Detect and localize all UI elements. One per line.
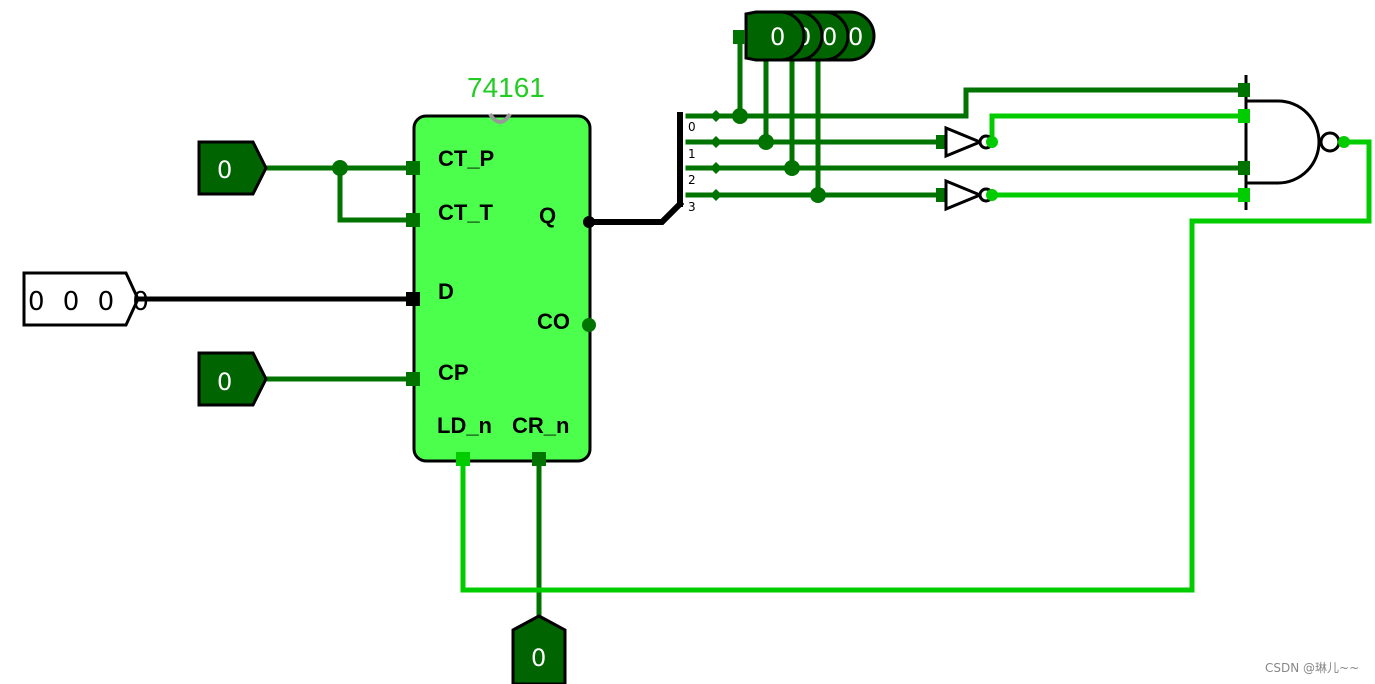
not-gate-bit1[interactable] [936, 125, 998, 159]
pin-cr-n[interactable] [532, 452, 546, 466]
probe-value: 0 [770, 23, 785, 51]
counter-chip-74161[interactable]: 74161 CT_P CT_T D CP Q CO LD_n CR_n [406, 72, 596, 466]
tap-diamond [710, 162, 722, 174]
pin-ct-p[interactable] [406, 161, 420, 175]
probe-body [744, 10, 806, 62]
pin-label-q: Q [539, 203, 556, 228]
wires [134, 34, 1372, 621]
nand-input-pin [1238, 188, 1250, 202]
not-gate-bit3[interactable] [936, 178, 998, 212]
ct-input-button[interactable]: 0 [197, 140, 268, 196]
splitter-bit-label: 2 [688, 173, 696, 187]
output-probes: 0 0 0 0 [733, 10, 876, 62]
gate-output-dot [986, 136, 998, 148]
probe-value: 0 [848, 23, 863, 51]
wire-ld-feedback [460, 139, 1372, 593]
pin-ld-n[interactable] [456, 452, 470, 466]
not-gate-triangle-icon [944, 125, 984, 159]
d-hex-input-body [22, 271, 140, 327]
cr-input-value: 0 [531, 644, 546, 672]
tap-diamond [710, 136, 722, 148]
pin-ct-t[interactable] [406, 213, 420, 227]
chip-notch-icon [488, 112, 512, 124]
splitter-labels: 0 1 2 3 [688, 120, 696, 214]
pin-cp[interactable] [406, 372, 420, 386]
wire-bit0 [685, 87, 1246, 119]
splitter-bit-label: 3 [688, 200, 696, 214]
cp-input-value: 0 [217, 368, 232, 396]
chip-name-label: 74161 [467, 72, 545, 103]
d-hex-input[interactable]: 0 0 0 0 [22, 271, 154, 327]
nand-input-pin [1238, 83, 1250, 97]
cr-input-body [511, 614, 567, 684]
chip-body [412, 114, 592, 463]
tap-diamond [710, 110, 722, 122]
probe-value: 0 [822, 23, 837, 51]
cr-input-button[interactable]: 0 [511, 614, 567, 684]
probe-pin [733, 30, 745, 44]
not-gate-triangle-icon [944, 178, 984, 212]
splitter-bit-label: 1 [688, 147, 696, 161]
pin-label-cp: CP [438, 360, 469, 385]
cp-input-button[interactable]: 0 [197, 351, 268, 407]
gate-output-dot [1338, 136, 1350, 148]
pin-q[interactable] [583, 216, 595, 228]
junction-dot [810, 187, 826, 203]
nand-gate-body-icon [1246, 99, 1321, 185]
junctions [332, 108, 826, 203]
junction-dot [758, 134, 774, 150]
pin-label-ct-t: CT_T [438, 200, 494, 225]
pin-label-co: CO [537, 309, 570, 334]
pin-label-cr-n: CR_n [512, 413, 569, 438]
splitter-taps [710, 110, 722, 201]
ct-input-body [197, 140, 268, 196]
pin-label-d: D [438, 279, 454, 304]
junction-dot [332, 160, 348, 176]
gate-output-dot [986, 189, 998, 201]
nand-input-pin [1238, 109, 1250, 123]
tap-diamond [710, 189, 722, 201]
probe-0: 0 [733, 10, 806, 62]
cp-input-body [197, 351, 268, 407]
pin-label-ct-p: CT_P [438, 146, 494, 171]
junction-dot [732, 108, 748, 124]
watermark: CSDN @琳儿~~ [1265, 661, 1359, 675]
nand-gate-bubble [1319, 131, 1341, 153]
nand-gate[interactable] [1238, 75, 1350, 210]
pin-d[interactable] [406, 292, 420, 306]
ct-input-value: 0 [217, 156, 232, 184]
d-hex-input-value: 0 0 0 0 [28, 287, 154, 317]
pin-co[interactable] [582, 318, 596, 332]
wire-q-bus [586, 199, 685, 225]
pin-label-ld-n: LD_n [437, 413, 492, 438]
wire-not1-out [989, 113, 1246, 145]
nand-input-pin [1238, 161, 1250, 175]
junction-dot [784, 160, 800, 176]
splitter-bit-label: 0 [688, 120, 696, 134]
